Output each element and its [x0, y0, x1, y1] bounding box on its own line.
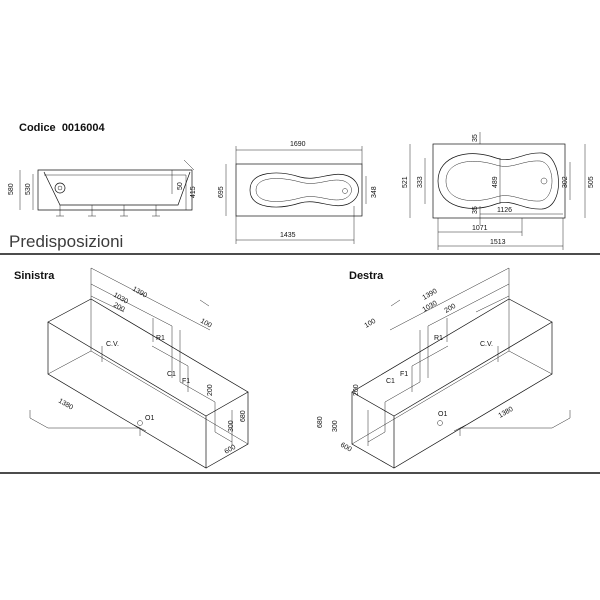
- left-label-2: R1: [156, 335, 165, 342]
- section-title: Predisposizioni: [9, 232, 124, 251]
- left-dim-9: 600: [224, 444, 238, 456]
- right-dim-9: 600: [339, 442, 353, 454]
- view-label-left: Sinistra: [14, 270, 55, 282]
- left-dim-5: 200: [207, 384, 214, 396]
- top2-dim-4: 489: [492, 176, 499, 188]
- side-dim-1: 580: [8, 183, 15, 195]
- top2-dim-1: 35: [472, 134, 479, 142]
- code-label-text: Codice: [19, 122, 56, 134]
- top-view-2: 35 521 333 489 302 505 35 1126 1071 1513: [402, 132, 595, 250]
- left-label-4: F1: [182, 378, 190, 385]
- top2-dim-3: 333: [417, 176, 424, 188]
- right-iso: 1390 1030 200 100 200 300 680 1380 600 C…: [317, 267, 571, 469]
- left-dim-1: 1390: [131, 286, 148, 300]
- right-label-4: F1: [400, 371, 408, 378]
- right-label-1: C.V.: [480, 341, 493, 348]
- top2-dim-7: 35: [472, 206, 479, 214]
- top-view-1: 1690 695 348 1435: [218, 141, 378, 244]
- left-label-1: C.V.: [106, 341, 119, 348]
- top1-dim-4: 1435: [280, 232, 296, 239]
- side-dim-2: 530: [25, 183, 32, 195]
- right-dim-5: 200: [353, 384, 360, 396]
- right-dim-3: 200: [444, 303, 458, 315]
- left-label-5: O1: [145, 415, 154, 422]
- right-label-5: O1: [438, 411, 447, 418]
- top2-dim-8: 1126: [497, 207, 512, 214]
- left-label-3: C1: [167, 371, 176, 378]
- top2-dim-6: 505: [588, 176, 595, 188]
- left-iso: 1390 1030 200 100 200 300 680 1380 600 C…: [29, 267, 249, 469]
- code-value: 0016004: [61, 122, 105, 134]
- top2-dim-9: 1071: [472, 225, 488, 232]
- side-dim-3: 50: [177, 182, 184, 190]
- top1-dim-2: 695: [218, 186, 225, 198]
- left-dim-7: 680: [240, 410, 247, 422]
- side-view: 580 530 50 415: [8, 159, 197, 217]
- code-label: Codice 0016004: [19, 122, 105, 134]
- top2-dim-10: 1513: [490, 239, 506, 246]
- right-label-3: C1: [386, 378, 395, 385]
- left-dim-4: 100: [199, 318, 213, 330]
- top1-dim-3: 348: [371, 186, 378, 198]
- view-label-right: Destra: [349, 270, 384, 282]
- top2-dim-5: 302: [562, 176, 569, 188]
- left-dim-8: 1380: [57, 398, 74, 412]
- top2-dim-2: 521: [402, 176, 409, 188]
- right-dim-4: 100: [364, 318, 378, 330]
- right-dim-6: 300: [332, 420, 339, 432]
- right-dim-1: 1390: [422, 288, 439, 302]
- left-dim-6: 300: [228, 420, 235, 432]
- right-dim-8: 1380: [498, 406, 515, 420]
- left-dim-3: 200: [112, 302, 126, 314]
- right-dim-7: 680: [317, 416, 324, 428]
- side-dim-4: 415: [190, 186, 197, 198]
- top1-dim-1: 1690: [290, 141, 306, 148]
- right-label-2: R1: [434, 335, 443, 342]
